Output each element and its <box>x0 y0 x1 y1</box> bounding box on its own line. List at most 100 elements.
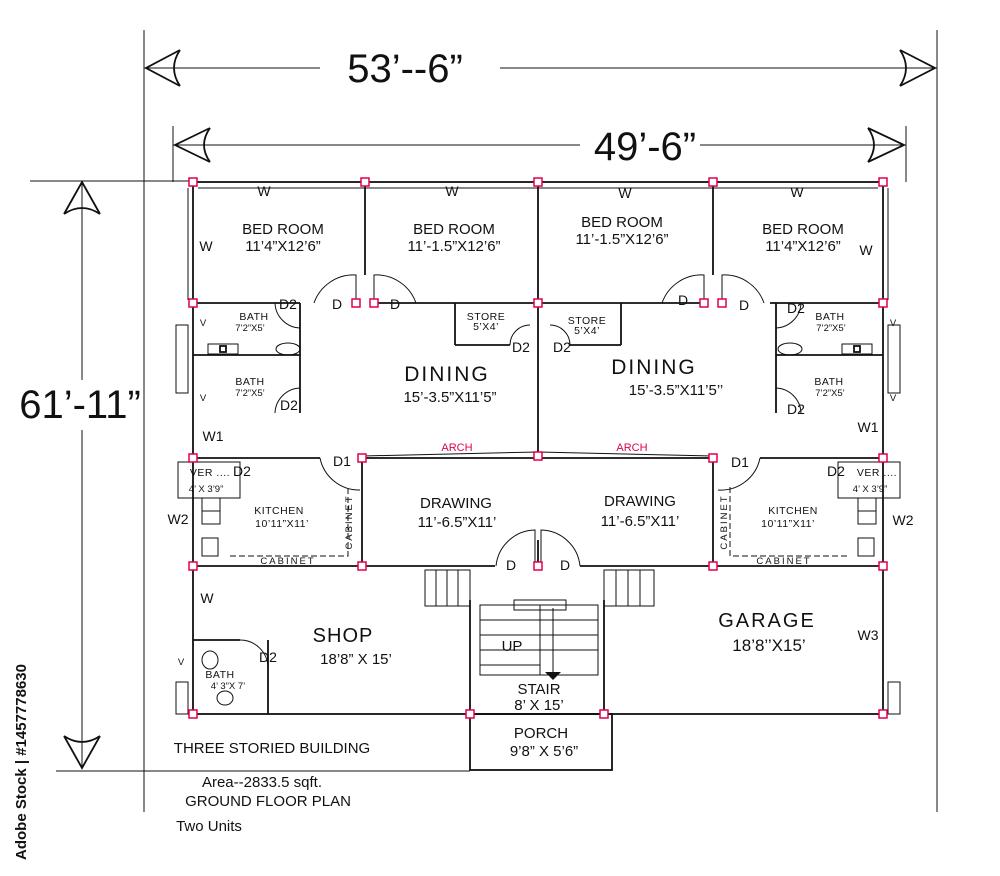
door-label: D <box>332 296 342 312</box>
dining-left-name: DINING <box>404 363 490 386</box>
plan-caption: GROUND FLOOR PLAN <box>185 793 351 810</box>
door-d2-label: D2 <box>787 401 805 417</box>
arch-label: ARCH <box>441 442 472 454</box>
window-w1-label: W1 <box>203 428 224 444</box>
outer-width-dimension: 53’--6” <box>143 30 938 812</box>
window-label: W <box>859 242 873 258</box>
bath-ul-size: 7’2”X5’ <box>235 323 265 334</box>
door-d2-label: D2 <box>259 649 277 665</box>
building-caption: THREE STORIED BUILDING <box>174 740 370 757</box>
interior-walls <box>193 182 883 715</box>
window-label: W <box>199 238 213 254</box>
door-d2-label: D2 <box>279 296 297 312</box>
inner-width-dimension: 49’-6” <box>172 125 907 182</box>
drawing-left-size: 11’-6.5”X11’ <box>418 514 497 531</box>
drawing-right-size: 11’-6.5”X11’ <box>601 513 680 530</box>
window-label: W <box>445 183 459 199</box>
units-caption: Two Units <box>176 818 242 835</box>
door-d1-label: D1 <box>333 453 351 469</box>
door-label: D <box>678 292 688 308</box>
window-label: W <box>790 184 804 200</box>
bath-ur-name: BATH <box>815 311 844 323</box>
vent-label: V <box>890 318 897 329</box>
porch-size: 9’8” X 5’6” <box>510 743 578 760</box>
window-label: W <box>618 185 632 201</box>
ver-left-size: 4’ X 3’9” <box>189 484 224 495</box>
bath-ll-size: 7’2”X5’ <box>235 388 265 399</box>
store-right-name: STORE <box>568 315 606 327</box>
kitchen-right-name: KITCHEN <box>768 505 818 517</box>
ver-left-name: VER .... <box>190 467 230 479</box>
bedroom-4-size: 11’4”X12’6” <box>765 238 841 255</box>
ver-right-size: 4’ X 3’9” <box>853 484 888 495</box>
bedroom-1-name: BED ROOM <box>242 221 324 238</box>
window-w1-label: W1 <box>858 419 879 435</box>
dining-right-name: DINING <box>611 356 697 379</box>
stair-name: STAIR <box>517 681 560 698</box>
windows <box>175 324 901 715</box>
bath-ll-name: BATH <box>235 376 264 388</box>
bedroom-3-name: BED ROOM <box>581 214 663 231</box>
bath-ul-name: BATH <box>239 311 268 323</box>
store-left-size: 5’X4’ <box>473 321 499 333</box>
vent-label: V <box>200 393 207 404</box>
dining-left-size: 15’-3.5”X11’5” <box>403 389 496 406</box>
porch-name: PORCH <box>514 725 568 742</box>
room-labels: BED ROOM 11’4”X12’6” BED ROOM 11’-1.5”X1… <box>189 214 897 760</box>
shop-size: 18’8” X 15’ <box>320 651 392 668</box>
door-d2-label: D2 <box>280 397 298 413</box>
door-d2-label: D2 <box>787 300 805 316</box>
plan-captions: THREE STORIED BUILDING Area--2833.5 sqft… <box>174 740 370 835</box>
cabinet-label: CABINET <box>756 556 811 567</box>
door-d1-label: D1 <box>731 454 749 470</box>
bath-lr-name: BATH <box>814 376 843 388</box>
height-dimension: 61’-11” <box>19 180 470 772</box>
store-right-size: 5’X4’ <box>574 325 600 337</box>
door-label: D <box>506 557 516 573</box>
entry-steps <box>424 569 655 607</box>
shop-name: SHOP <box>313 625 374 647</box>
door-d2-label: D2 <box>827 463 845 479</box>
bedroom-2-size: 11’-1.5”X12’6” <box>407 238 500 255</box>
door-d2-label: D2 <box>233 463 251 479</box>
window-label: W <box>257 183 271 199</box>
bath-shop-size: 4’ 3”X 7’ <box>211 681 246 692</box>
door-label: D <box>390 296 400 312</box>
bedroom-2-name: BED ROOM <box>413 221 495 238</box>
store-left-name: STORE <box>467 311 505 323</box>
arch-label: ARCH <box>616 442 647 454</box>
kitchen-left-name: KITCHEN <box>254 505 304 517</box>
stock-id-label: Adobe Stock | #1457778630 <box>13 664 30 860</box>
columns <box>188 177 888 719</box>
bedroom-1-size: 11’4”X12’6” <box>245 238 321 255</box>
cabinet-vertical-label: CABINET <box>344 494 355 549</box>
dining-right-size: 15’-3.5”X11’5’’ <box>629 382 724 399</box>
area-caption: Area--2833.5 sqft. <box>202 774 322 791</box>
door-label: D <box>560 557 570 573</box>
arch-lines <box>361 451 714 457</box>
bath-lr-size: 7’2”X5’ <box>815 388 845 399</box>
inner-width-label: 49’-6” <box>594 125 696 169</box>
garage-name: GARAGE <box>718 610 816 632</box>
door-swings <box>239 274 802 669</box>
window-w3-label: W3 <box>858 627 879 643</box>
outer-width-label: 53’--6” <box>347 47 463 91</box>
bedroom-3-size: 11’-1.5”X12’6” <box>575 231 668 248</box>
ver-right-name: VER .... <box>857 467 897 479</box>
window-label: W <box>200 590 214 606</box>
vent-label: V <box>178 657 185 668</box>
garage-size: 18’8’’X15’ <box>732 636 805 655</box>
kitchen-right-size: 10’11”X11’ <box>761 518 815 530</box>
kitchen-left-size: 10’11”X11’ <box>255 518 309 530</box>
vent-label: V <box>890 393 897 404</box>
bedroom-4-name: BED ROOM <box>762 221 844 238</box>
door-d2-label: D2 <box>553 339 571 355</box>
cabinet-label: CABINET <box>260 556 315 567</box>
window-w2-label: W2 <box>893 512 914 528</box>
bath-ur-size: 7’2”X5’ <box>816 323 846 334</box>
vent-label: V <box>200 318 207 329</box>
stair-up-label: UP <box>502 638 523 655</box>
bath-shop-name: BATH <box>205 669 234 681</box>
drawing-right-name: DRAWING <box>604 493 676 510</box>
height-label: 61’-11” <box>19 383 141 427</box>
